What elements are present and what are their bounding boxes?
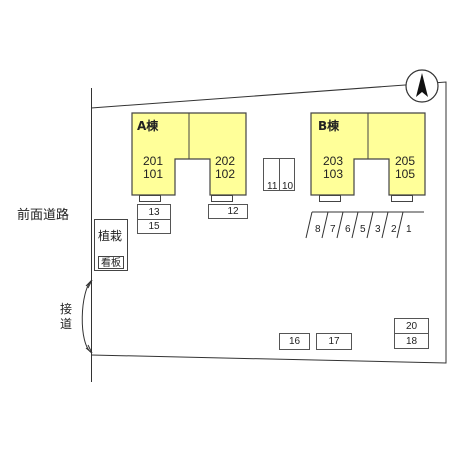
access-road-text: 接道 (60, 302, 73, 331)
parking-18: 18 (394, 333, 429, 349)
road-label: 前面道路 (17, 208, 70, 223)
building-a-right-units: 202 102 (210, 155, 240, 181)
parking-17-label: 17 (328, 336, 340, 347)
unit-203: 203 (322, 154, 344, 168)
parking-10-label: 10 (282, 181, 294, 192)
planting-area: 植栽 看板 (94, 219, 128, 271)
parking-12: 12 (208, 204, 248, 219)
unit-205: 205 (394, 154, 416, 168)
building-b-step-right (391, 195, 413, 202)
parking-row-b (305, 211, 424, 239)
road-boundary-line (91, 88, 92, 382)
parking-17: 17 (316, 333, 352, 350)
unit-105: 105 (394, 167, 416, 181)
parking-2: 2 (391, 224, 397, 235)
parking-12-label: 12 (227, 206, 239, 217)
building-b-left-units: 203 103 (318, 155, 348, 181)
parking-8: 8 (315, 224, 321, 235)
parking-15-label: 15 (148, 221, 160, 232)
parking-3: 3 (375, 224, 381, 235)
parking-18-label: 18 (405, 335, 418, 347)
building-b-name: B棟 (318, 119, 340, 133)
parking-15: 15 (137, 219, 171, 234)
parking-16-label: 16 (288, 336, 301, 347)
parking-11-label: 11 (267, 181, 278, 192)
parking-13-label: 13 (148, 206, 160, 218)
unit-101: 101 (142, 167, 164, 181)
north-arrow-icon (405, 69, 439, 103)
parking-1: 1 (406, 224, 412, 235)
north-compass (404, 68, 440, 104)
parking-13: 13 (137, 204, 171, 219)
signboard: 看板 (98, 256, 124, 269)
building-a-name: A棟 (137, 119, 159, 133)
building-b-right-units: 205 105 (390, 155, 420, 181)
unit-202: 202 (214, 154, 236, 168)
parking-5: 5 (360, 224, 366, 235)
unit-201: 201 (142, 154, 164, 168)
building-a-step-right (211, 195, 233, 202)
parking-7: 7 (330, 224, 336, 235)
access-road-label: 接道 (60, 302, 74, 332)
parking-20: 20 (394, 318, 429, 333)
parking-20-label: 20 (405, 320, 418, 332)
parking-16: 16 (279, 333, 310, 350)
unit-103: 103 (322, 167, 344, 181)
unit-102: 102 (214, 167, 236, 181)
parking-11-10-divider (279, 159, 280, 190)
building-b-step-left (319, 195, 341, 202)
building-a-left-units: 201 101 (138, 155, 168, 181)
parking-11-10: 11 10 (263, 158, 295, 192)
planting-label: 植栽 (98, 229, 123, 243)
parking-6: 6 (345, 224, 351, 235)
building-a-step-left (139, 195, 161, 202)
